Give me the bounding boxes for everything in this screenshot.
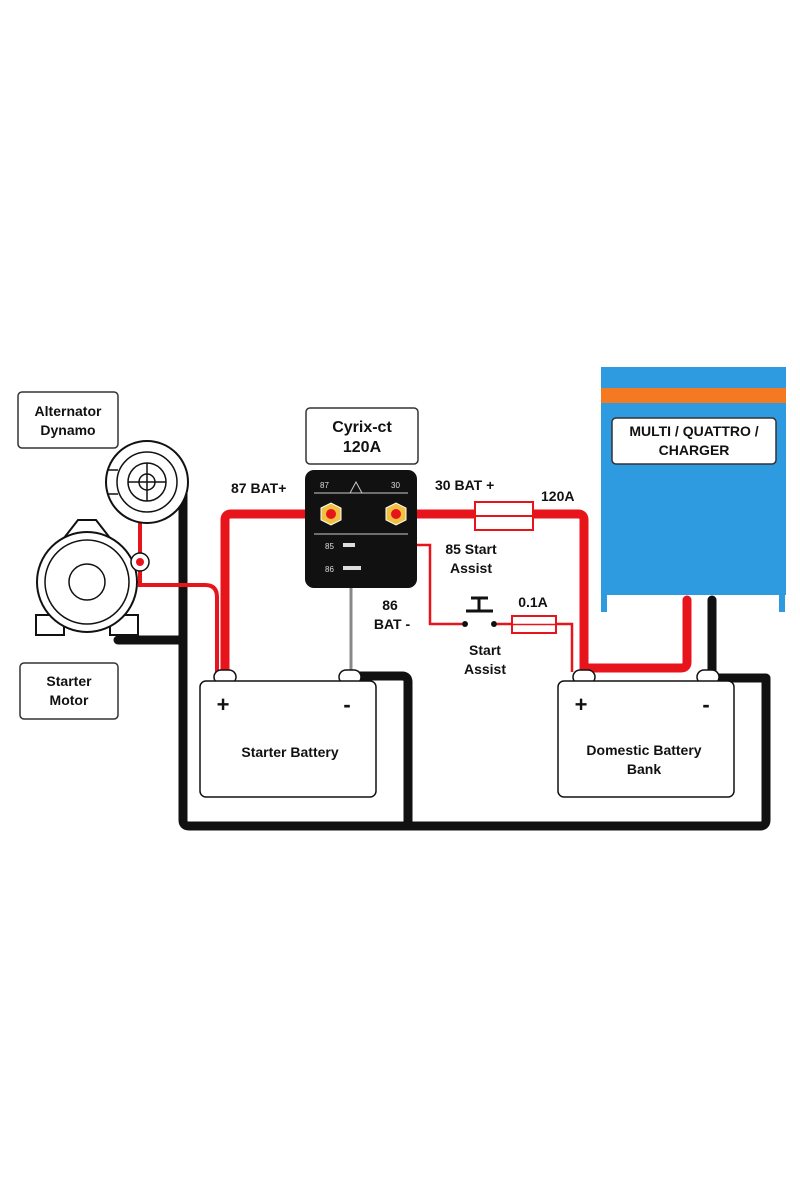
starter-battery-plus: + [217,692,230,717]
charger-label-line2: CHARGER [659,442,730,458]
domestic-battery-bank: + - Domestic Battery Bank [557,669,735,798]
domestic-battery-minus: - [702,692,709,717]
starter-battery: + - Starter Battery [199,669,377,798]
ground-loop-wire [178,482,771,831]
starter-battery-minus: - [343,692,350,717]
starter-battery-label: Starter Battery [241,744,338,760]
bat87-label: 87 BAT+ [231,480,286,496]
terminal-30-label: 30 [391,481,400,490]
charger-label-line1: MULTI / QUATTRO / [629,423,758,439]
small-fuse-label: 0.1A [518,594,548,610]
start-assist-switch [462,596,497,627]
bat30-label: 30 BAT + [435,477,494,493]
cyrix-rating: 120A [343,439,382,456]
terminal-86-label: 86 [325,565,334,574]
positive-wiring [220,509,692,677]
domestic-battery-label-line1: Domestic Battery [586,742,701,758]
start-assist-label-line1: Start [469,642,501,658]
domestic-battery-plus: + [575,692,588,717]
starter-motor-label-line2: Motor [50,692,89,708]
cyrix-label-box [305,407,419,465]
start-assist-label-line2: Assist [464,661,506,677]
starter-battery-negative-wire [345,671,413,831]
alternator-label-line2: Dynamo [40,422,95,438]
domestic-battery-label-line2: Bank [627,761,661,777]
negative-wiring [113,482,771,831]
charger-label-box [611,417,777,465]
cyrix-title: Cyrix-ct [332,419,392,436]
terminal-85-label: 85 [325,542,334,551]
start85-label-line1: 85 Start [445,541,497,557]
starter-motor-label-line1: Starter [46,673,92,689]
alternator [105,440,189,524]
terminal-87-label: 87 [320,481,329,490]
charger-unit: MULTI / QUATTRO / CHARGER [601,367,786,612]
alternator-label-box [17,391,119,449]
alternator-output-wire [138,495,219,672]
starter-motor [35,519,150,636]
bat86-label-line1: 86 [382,597,398,613]
starter-motor-label-box [19,662,119,720]
charger-positive-wire [582,595,692,673]
start85-label-line2: Assist [450,560,492,576]
alternator-label-line1: Alternator [35,403,102,419]
cyrix-relay: 87 30 85 86 [305,470,417,588]
starter-battery-positive-wire [220,509,330,677]
main-fuse-label: 120A [541,488,574,504]
bat86-label-line2: BAT - [374,616,411,632]
domestic-positive-wire [391,509,589,677]
